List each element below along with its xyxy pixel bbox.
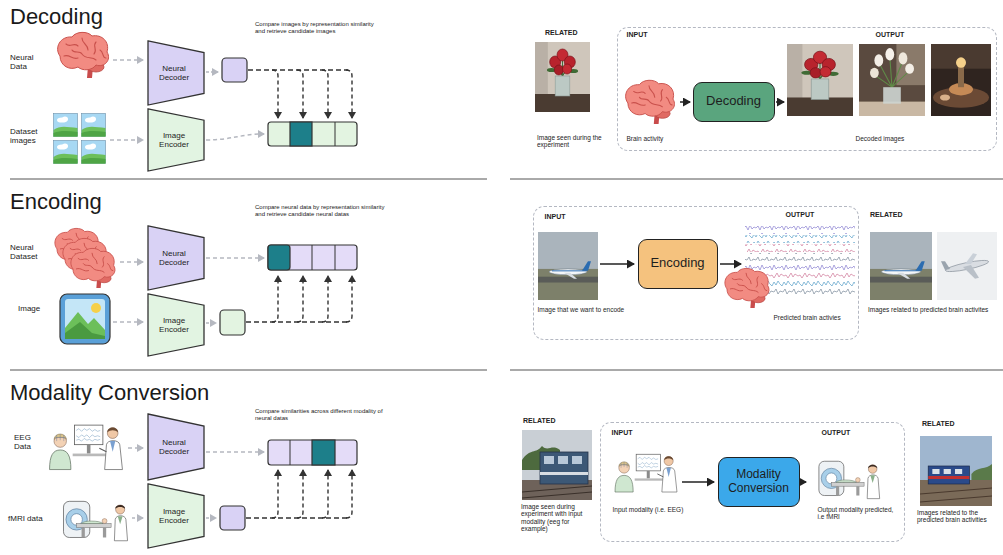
callout-note: Compare neural data by representation si… (255, 204, 387, 218)
section-tag: OUTPUT (822, 429, 851, 437)
section-tag: INPUT (545, 213, 566, 221)
block-label: Image Encoder (154, 507, 194, 525)
image-encoder: Image Encoder (147, 293, 205, 357)
caption: Image seen during experiment with input … (521, 503, 593, 533)
section-heading: Encoding (10, 189, 270, 214)
process-box: Encoding (638, 239, 718, 289)
section-tag: OUTPUT (786, 211, 815, 219)
input-label: Dataset images (10, 127, 50, 145)
section-tag: OUTPUT (876, 31, 905, 39)
caption: Image that we want to encode (538, 306, 633, 313)
image-encoder: Image Encoder (147, 483, 205, 549)
block-label: Neural Decoder (154, 64, 194, 82)
block-label: Neural Decoder (154, 249, 194, 267)
neural-decoder: Neural Decoder (147, 225, 205, 291)
section-tag: INPUT (612, 429, 633, 437)
neural-decoder: Neural Decoder (147, 413, 205, 481)
callout-note: Compare images by representation similar… (255, 21, 383, 35)
example-panel: INPUT OUTPUT Brain activity Decoded images D… (617, 27, 997, 151)
process-label: Modality Conversion (724, 468, 794, 496)
input-label: fMRI data (8, 514, 50, 523)
section-tag: RELATED (545, 29, 578, 37)
trapezoid-outline (148, 41, 204, 105)
caption: Input modality (i.e. EEG) (613, 506, 685, 513)
section-heading: Decoding (10, 4, 270, 29)
example-panel: INPUT OUTPUT Image that we want to encodeP… (533, 206, 859, 340)
example-panel: INPUT OUTPUT Input modality (i.e. EEG) Outp… (600, 422, 905, 542)
trapezoid-outline (148, 414, 204, 480)
block-label: Neural Decoder (154, 438, 194, 456)
trapezoid-outline (148, 294, 204, 356)
trapezoid-outline (148, 226, 204, 290)
section-tag: INPUT (627, 31, 648, 39)
block-label: Image Encoder (154, 316, 194, 334)
process-box: Modality Conversion (718, 457, 800, 507)
caption: Brain activity (627, 135, 707, 142)
image-encoder: Image Encoder (147, 108, 205, 172)
caption: Output modality predicted, i.e fMRI (818, 506, 900, 521)
block-label: Image Encoder (154, 131, 194, 149)
process-label: Decoding (706, 94, 761, 109)
section-tag: RELATED (870, 211, 903, 219)
caption: Images related to the predicted brain ac… (917, 509, 997, 524)
input-label: Image (18, 304, 54, 313)
input-label: Neural Dataset (10, 243, 46, 261)
section-tag: RELATED (523, 417, 556, 425)
trapezoid-outline (148, 484, 204, 548)
caption: Images related to predicted brain activi… (868, 306, 996, 313)
input-label: Neural Data (10, 53, 45, 71)
callout-note: Compare similarities across different mo… (255, 408, 383, 422)
process-label: Encoding (650, 256, 704, 271)
neural-decoder: Neural Decoder (147, 40, 205, 106)
input-label: EEG Data (14, 433, 42, 451)
process-box: Decoding (693, 82, 775, 122)
caption: Predicted brain activies (774, 314, 854, 321)
caption: Decoded images (856, 135, 936, 142)
caption: Image seen during the experiment (537, 134, 607, 149)
section-heading: Modality Conversion (10, 380, 310, 405)
trapezoid-outline (148, 109, 204, 171)
section-tag: RELATED (922, 420, 955, 428)
